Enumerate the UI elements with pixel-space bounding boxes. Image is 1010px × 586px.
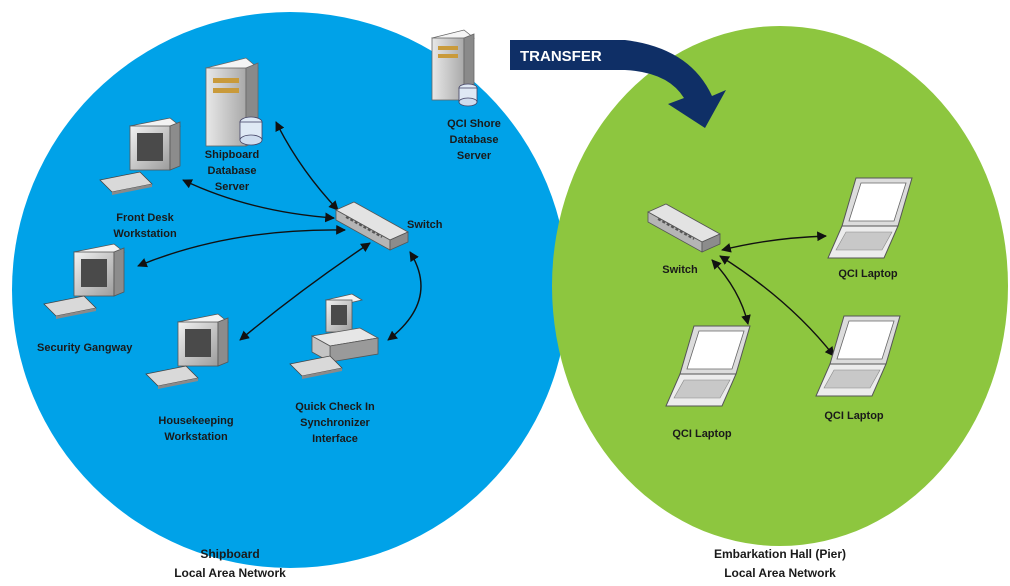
shipboard-caption-2: Local Area Network — [174, 566, 286, 580]
pier-caption-1: Embarkation Hall (Pier) — [714, 547, 846, 561]
link-switch-kiosk — [387, 251, 422, 341]
quick-check-kiosk-icon — [310, 293, 380, 363]
shipboard-server-icon — [205, 57, 263, 147]
link-switch-housekeeping — [239, 242, 371, 341]
link-switch-frontdesk — [182, 179, 335, 223]
laptop-bottom-right-label: QCI Laptop — [824, 410, 884, 422]
quick-check-label-3: Interface — [312, 433, 358, 445]
housekeeping-label-2: Workstation — [164, 431, 228, 443]
front-desk-monitor-icon — [129, 117, 181, 171]
shipboard-server-label-3: Server — [215, 181, 250, 193]
laptop-top-icon — [827, 177, 913, 259]
shipboard-switch-label: Switch — [407, 219, 443, 231]
left-connections — [137, 121, 422, 341]
quick-check-label-2: Synchronizer — [300, 417, 370, 429]
right-connections — [711, 231, 835, 357]
security-keyboard-icon — [43, 295, 97, 319]
housekeeping-label-1: Housekeeping — [158, 415, 233, 427]
shore-server-icon — [431, 29, 478, 107]
link-pier-switch-laptop-br — [719, 255, 835, 357]
quick-check-label-1: Quick Check In — [295, 401, 375, 413]
laptop-bottom-left-label: QCI Laptop — [672, 428, 732, 440]
pier-switch-icon — [647, 203, 721, 253]
laptop-top-label: QCI Laptop — [838, 268, 898, 280]
security-monitor-icon — [73, 243, 125, 297]
shipboard-server-label-2: Database — [208, 165, 257, 177]
link-pier-switch-laptop-top — [721, 231, 827, 253]
transfer-arrow: TRANSFER — [510, 40, 726, 128]
laptop-bottom-right-icon — [815, 315, 901, 397]
housekeeping-keyboard-icon — [145, 365, 199, 389]
front-desk-keyboard-icon — [99, 171, 153, 195]
pier-switch-label: Switch — [662, 264, 698, 276]
shipboard-switch-icon — [335, 201, 409, 251]
shore-server-label-2: Database — [450, 134, 499, 146]
laptop-bottom-left-icon — [665, 325, 751, 407]
link-switch-security — [137, 224, 346, 268]
housekeeping-monitor-icon — [177, 313, 229, 367]
pier-lan-ellipse — [552, 26, 1008, 546]
security-gangway-label: Security Gangway — [37, 342, 133, 354]
transfer-label: TRANSFER — [520, 48, 602, 65]
shipboard-server-label-1: Shipboard — [205, 149, 259, 161]
front-desk-label-1: Front Desk — [116, 212, 174, 224]
shore-server-label-1: QCI Shore — [447, 118, 501, 130]
quick-check-keyboard-icon — [289, 355, 343, 379]
shipboard-caption-1: Shipboard — [200, 547, 259, 561]
shore-server-label-3: Server — [457, 150, 492, 162]
pier-caption-2: Local Area Network — [724, 566, 836, 580]
front-desk-label-2: Workstation — [113, 228, 177, 240]
